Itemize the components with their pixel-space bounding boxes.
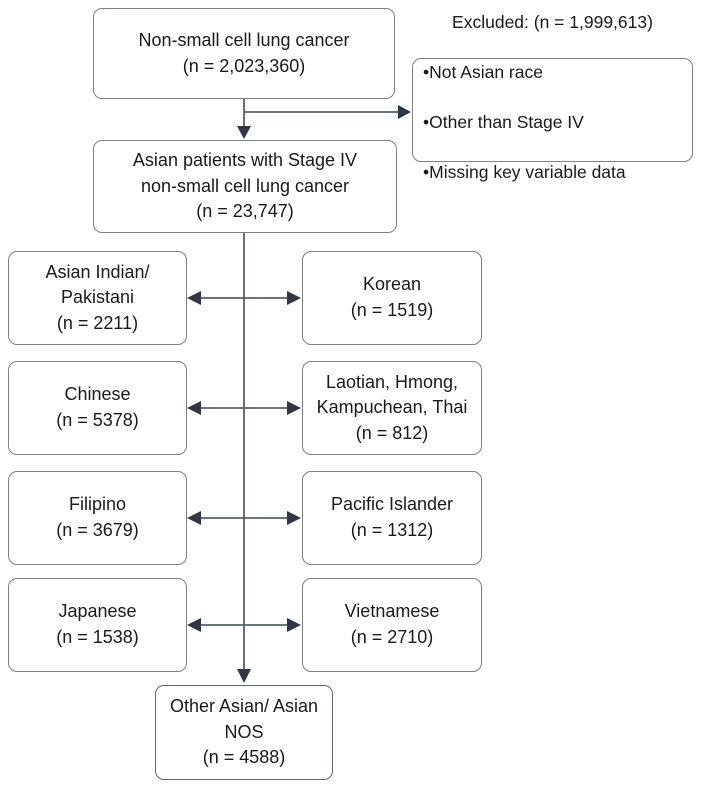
excluded-bullet-not-asian-race: Not Asian race — [423, 60, 686, 85]
box-nsclc-total: Non-small cell lung cancer (n = 2,023,36… — [93, 8, 395, 99]
arrow-bidirectional-row-1 — [187, 291, 301, 305]
box-asian-indian-pakistani: Asian Indian/ Pakistani (n = 2211) — [8, 251, 187, 345]
arrow-bidirectional-row-4 — [187, 618, 301, 632]
box-other-asian-nos: Other Asian/ Asian NOS (n = 4588) — [155, 685, 333, 780]
excluded-bullet-missing-key-variable-data: Missing key variable data — [423, 160, 686, 185]
arrow-nsclc-to-asian-stage4 — [237, 99, 251, 139]
excluded-title: Excluded: (n = 1,999,613) — [452, 12, 653, 32]
arrow-bidirectional-row-2 — [187, 401, 301, 415]
box-asian-stage4: Asian patients with Stage IV non-small c… — [93, 140, 397, 233]
box-vietnamese: Vietnamese (n = 2710) — [302, 578, 482, 672]
box-filipino: Filipino (n = 3679) — [8, 471, 187, 565]
box-korean: Korean (n = 1519) — [302, 251, 482, 345]
arrow-bidirectional-row-3 — [187, 511, 301, 525]
box-japanese: Japanese (n = 1538) — [8, 578, 187, 672]
box-laotian-hmong-kampuchean-thai: Laotian, Hmong, Kampuchean, Thai (n = 81… — [302, 361, 482, 455]
box-pacific-islander: Pacific Islander (n = 1312) — [302, 471, 482, 565]
box-excluded: Excluded: (n = 1,999,613) Not Asian race… — [412, 12, 693, 182]
arrow-asian-stage4-to-other-asian — [237, 233, 251, 683]
box-chinese: Chinese (n = 5378) — [8, 361, 187, 455]
arrow-nsclc-to-excluded — [244, 105, 411, 119]
excluded-bullet-other-than-stage-iv: Other than Stage IV — [423, 110, 686, 135]
excluded-bullet-list: Not Asian race Other than Stage IV Missi… — [419, 35, 686, 210]
